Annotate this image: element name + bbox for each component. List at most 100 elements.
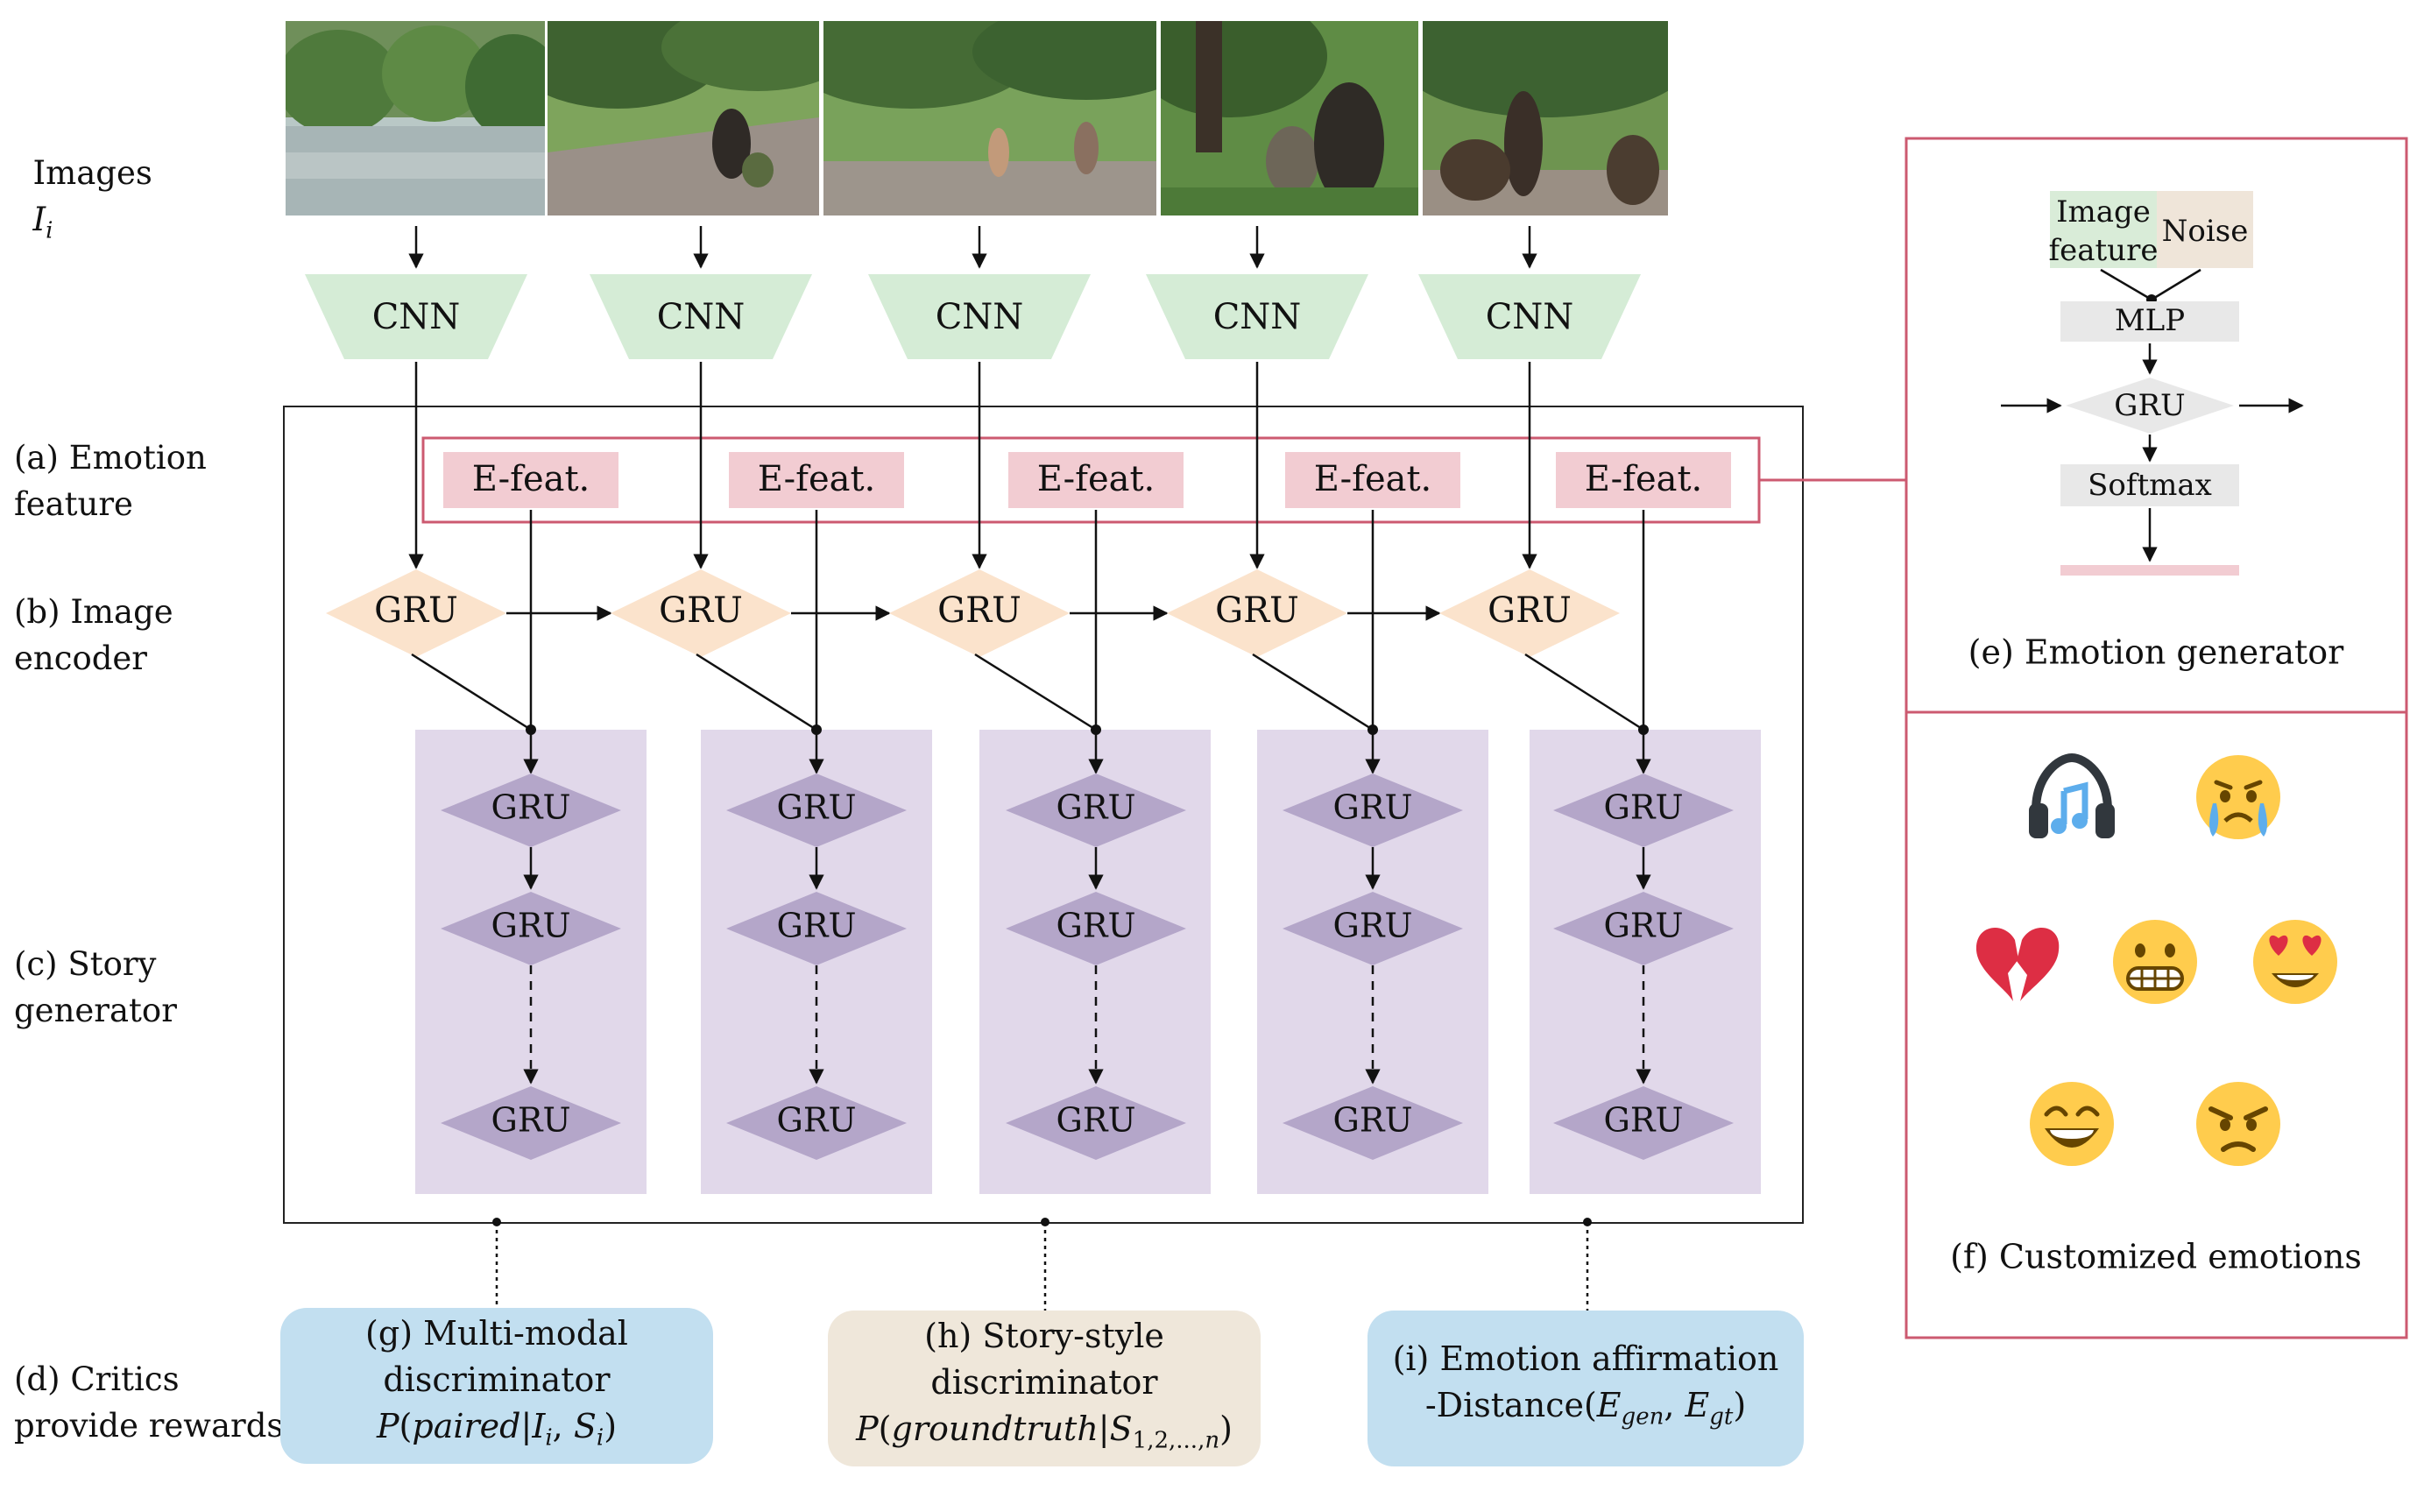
eg-image-feature-line2: feature bbox=[2049, 233, 2159, 268]
critic-multimodal-title2: discriminator bbox=[383, 1360, 611, 1399]
efeat-label-4: E-feat. bbox=[1314, 459, 1432, 499]
cnn-block-2 bbox=[590, 274, 812, 359]
angry-face-icon bbox=[2196, 1082, 2280, 1166]
critic-multimodal-title1: (g) Multi-modal bbox=[365, 1313, 628, 1353]
generator-gru-2-3 bbox=[726, 1086, 907, 1160]
generator-gru-label-1-2: GRU bbox=[491, 907, 571, 945]
generator-gru-1-3 bbox=[441, 1086, 621, 1160]
generator-gru-4-2 bbox=[1283, 892, 1463, 965]
eg-mlp-box bbox=[2060, 301, 2239, 342]
efeat-box-5 bbox=[1556, 452, 1731, 508]
label-images: Images Ii bbox=[12, 103, 152, 254]
generator-gru-5-1 bbox=[1553, 774, 1734, 847]
generator-gru-label-2-2: GRU bbox=[777, 907, 857, 945]
generator-gru-1-1 bbox=[441, 774, 621, 847]
generator-gru-label-1-3: GRU bbox=[491, 1101, 571, 1140]
cnn-block-5 bbox=[1418, 274, 1641, 359]
headphones-music-icon bbox=[2029, 752, 2115, 838]
story-photo-1 bbox=[286, 21, 545, 215]
eg-image-feature-line1: Image bbox=[2056, 194, 2151, 230]
grinning-face-icon bbox=[2030, 1082, 2114, 1166]
cnn-label-5: CNN bbox=[1486, 297, 1574, 337]
generator-gru-label-4-3: GRU bbox=[1333, 1101, 1413, 1140]
generator-gru-label-4-1: GRU bbox=[1333, 788, 1413, 827]
generator-gru-label-1-1: GRU bbox=[491, 788, 571, 827]
broken-heart-icon bbox=[1975, 928, 2060, 1001]
critic-emotion-affirmation-title2: -Distance(Egen, Egt) bbox=[1424, 1386, 1747, 1431]
generator-gru-5-2 bbox=[1553, 892, 1734, 965]
encoder-to-join-5 bbox=[1524, 653, 1644, 731]
critic-story-style-formula: P(groundtruth|S1,2,...,n) bbox=[856, 1409, 1233, 1454]
generator-gru-label-3-3: GRU bbox=[1057, 1101, 1136, 1140]
generator-gru-4-1 bbox=[1283, 774, 1463, 847]
efeat-box-4 bbox=[1285, 452, 1460, 508]
eg-gru-label: GRU bbox=[2114, 388, 2185, 423]
label-images-var: I bbox=[32, 201, 46, 238]
efeat-label-1: E-feat. bbox=[472, 459, 590, 499]
efeat-label-3: E-feat. bbox=[1037, 459, 1155, 499]
eg-noise-box bbox=[2157, 191, 2253, 268]
label-critics: (d) Critics provide rewards bbox=[14, 1360, 284, 1445]
cnn-block-4 bbox=[1146, 274, 1368, 359]
story-photo-5 bbox=[1423, 21, 1668, 215]
crying-face-icon bbox=[2196, 755, 2280, 839]
label-emotion-feature: (a) Emotion feature bbox=[14, 439, 207, 523]
eg-softmax-label: Softmax bbox=[2088, 468, 2212, 503]
critic-story-style-title2: discriminator bbox=[930, 1362, 1158, 1402]
generator-gru-label-2-1: GRU bbox=[777, 788, 857, 827]
encoder-gru-4 bbox=[1167, 569, 1347, 657]
critic-multimodal-formula: P(paired|Ii, Si) bbox=[376, 1406, 618, 1452]
generator-gru-5-3 bbox=[1553, 1086, 1734, 1160]
cnn-label-2: CNN bbox=[657, 297, 746, 337]
label-images-text: Images bbox=[32, 154, 152, 192]
critic-story-style: (h) Story-style discriminator P(groundtr… bbox=[828, 1311, 1261, 1466]
eg-softmax-box bbox=[2060, 464, 2239, 506]
generator-gru-label-4-2: GRU bbox=[1333, 907, 1413, 945]
eg-image-feature-box bbox=[2050, 191, 2157, 268]
generator-gru-label-3-1: GRU bbox=[1057, 788, 1136, 827]
encoder-to-join-2 bbox=[696, 653, 817, 731]
generator-gru-label-5-2: GRU bbox=[1604, 907, 1684, 945]
generator-gru-1-2 bbox=[441, 892, 621, 965]
encoder-gru-label-1: GRU bbox=[374, 590, 458, 631]
generator-gru-2-2 bbox=[726, 892, 907, 965]
encoder-gru-3 bbox=[889, 569, 1070, 657]
label-images-sub: i bbox=[46, 217, 53, 244]
generator-gru-3-3 bbox=[1006, 1086, 1186, 1160]
generator-gru-label-3-2: GRU bbox=[1057, 907, 1136, 945]
encoder-gru-5 bbox=[1439, 569, 1620, 657]
generator-gru-3-2 bbox=[1006, 892, 1186, 965]
efeat-box-2 bbox=[729, 452, 904, 508]
critic-emotion-affirmation-title1: (i) Emotion affirmation bbox=[1392, 1339, 1779, 1379]
encoder-to-join-3 bbox=[974, 653, 1097, 731]
label-image-encoder: (b) Image encoder bbox=[14, 593, 173, 677]
story-photo-3 bbox=[823, 21, 1156, 215]
encoder-gru-label-5: GRU bbox=[1488, 590, 1572, 631]
label-story-generator: (c) Story generator bbox=[14, 945, 177, 1029]
encoder-to-join-4 bbox=[1252, 653, 1374, 731]
critic-multimodal: (g) Multi-modal discriminator P(paired|I… bbox=[280, 1308, 713, 1464]
efeat-label-5: E-feat. bbox=[1585, 459, 1703, 499]
encoder-to-join-1 bbox=[411, 653, 532, 731]
encoder-gru-label-2: GRU bbox=[659, 590, 743, 631]
generator-gru-4-3 bbox=[1283, 1086, 1463, 1160]
eg-output-bar bbox=[2060, 565, 2239, 576]
cnn-block-3 bbox=[868, 274, 1091, 359]
efeat-label-2: E-feat. bbox=[758, 459, 876, 499]
efeat-box-3 bbox=[1008, 452, 1184, 508]
critic-emotion-affirmation: (i) Emotion affirmation -Distance(Egen, … bbox=[1367, 1311, 1804, 1466]
customized-emotions-frame bbox=[1905, 710, 2408, 1339]
story-photo-4 bbox=[1161, 21, 1418, 215]
eg-noise-join bbox=[2151, 268, 2201, 301]
generator-gru-2-1 bbox=[726, 774, 907, 847]
encoder-gru-1 bbox=[326, 569, 506, 657]
story-photo-2 bbox=[548, 21, 819, 215]
efeat-box-1 bbox=[443, 452, 618, 508]
eg-imagefeat-join bbox=[2100, 268, 2152, 301]
grimacing-face-icon bbox=[2113, 920, 2197, 1004]
heart-eyes-face-icon bbox=[2253, 920, 2337, 1004]
eg-noise-label: Noise bbox=[2162, 214, 2249, 249]
cnn-block-1 bbox=[305, 274, 527, 359]
cnn-label-3: CNN bbox=[936, 297, 1024, 337]
